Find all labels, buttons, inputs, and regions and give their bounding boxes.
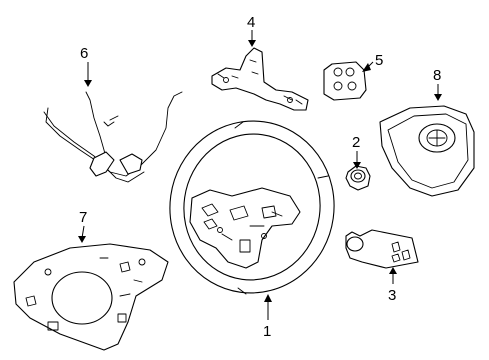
callout-8: 8 <box>433 67 441 84</box>
wiring-harness-part <box>43 91 183 183</box>
nut-part <box>345 165 371 191</box>
callout-3: 3 <box>388 287 396 304</box>
switch-part <box>345 229 419 269</box>
airbag-module-part <box>379 105 475 197</box>
callout-6: 6 <box>80 45 88 62</box>
callout-7: 7 <box>79 209 87 226</box>
trim-cover-part <box>13 243 169 351</box>
callout-4: 4 <box>247 14 255 31</box>
leader-lines <box>78 30 442 320</box>
steering-wheel-part <box>169 120 335 295</box>
switch-block-part <box>323 61 367 101</box>
callout-1: 1 <box>263 323 271 340</box>
bracket-part <box>211 47 309 111</box>
callout-5: 5 <box>375 52 383 69</box>
callout-2: 2 <box>352 134 360 151</box>
